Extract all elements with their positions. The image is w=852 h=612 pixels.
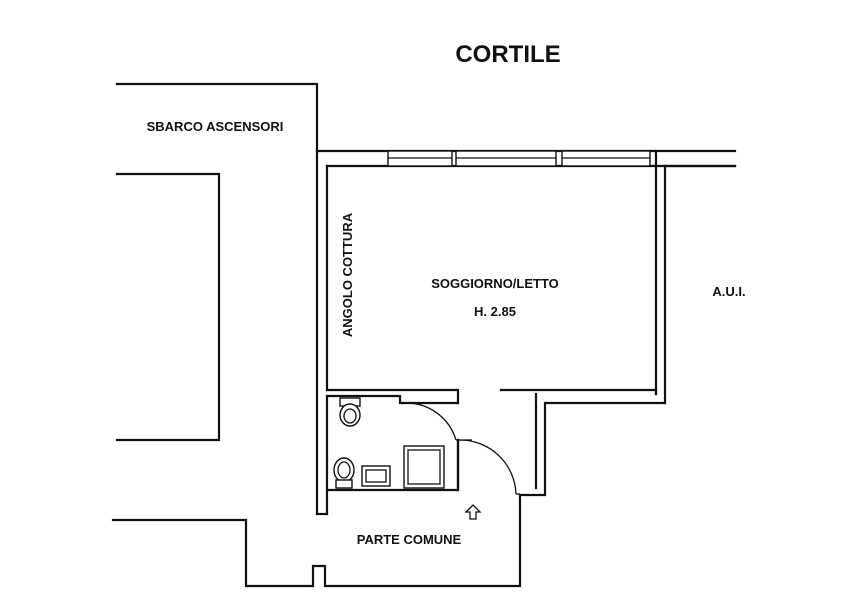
label-kitchenette: ANGOLO COTTURA: [340, 212, 355, 337]
label-adjacent-unit: A.U.I.: [712, 284, 745, 299]
bathroom: [315, 394, 460, 516]
label-living-bedroom: SOGGIORNO/LETTO: [431, 276, 559, 291]
sink-fixture: [361, 465, 391, 487]
entrance-door: [456, 438, 520, 495]
bottom-left-wall: [111, 493, 522, 588]
building-walls: [111, 82, 522, 588]
lower-wall-right-outer: [518, 401, 667, 497]
plan-title: CORTILE: [455, 41, 560, 68]
label-elevator-landing: SBARCO ASCENSORI: [147, 119, 284, 134]
label-ceiling-height: H. 2.85: [474, 304, 516, 319]
top-left-wall: [115, 82, 319, 516]
bathroom-door-swing: [403, 402, 457, 441]
entrance-door-swing: [459, 439, 517, 495]
toilet-fixture: [339, 397, 361, 427]
up-arrow-icon: [464, 504, 482, 520]
windows: [387, 150, 651, 167]
bidet-fixture: [333, 457, 355, 489]
living-room-lower-wall: [325, 388, 667, 497]
label-common-area: PARTE COMUNE: [357, 532, 462, 547]
lower-wall-right: [499, 388, 658, 396]
shower-fixture: [403, 445, 445, 489]
elevator-block-wall: [115, 172, 221, 442]
lower-wall-left: [325, 388, 460, 405]
outer-wall-courtyard-right: [654, 149, 737, 168]
